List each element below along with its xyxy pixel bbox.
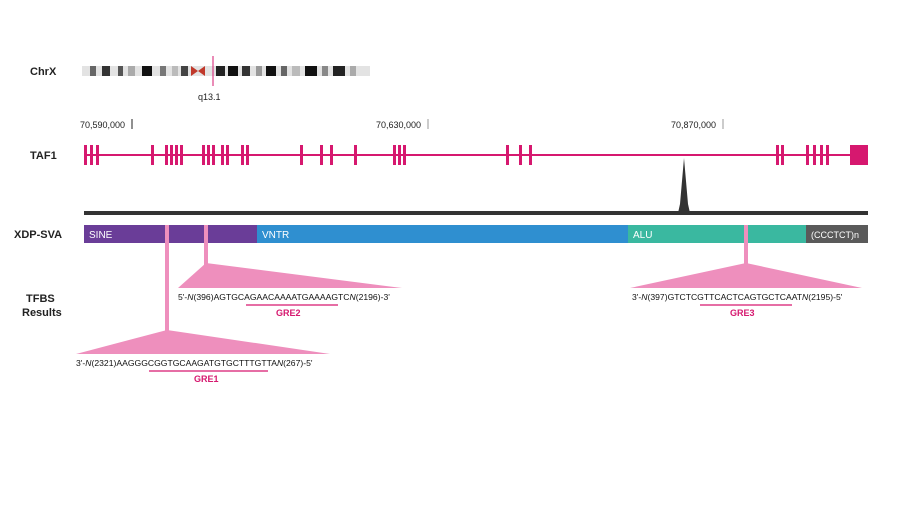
gre1-label: GRE1 bbox=[194, 374, 219, 384]
tick-label: 70,870,000 bbox=[671, 120, 716, 130]
taf1-exons bbox=[84, 145, 868, 165]
insertion-marker bbox=[678, 158, 690, 213]
gre2-label: GRE2 bbox=[276, 308, 301, 318]
band-label: q13.1 bbox=[198, 92, 221, 102]
segment-repeat-label: (CCCTCT)n bbox=[811, 230, 859, 240]
gre1-callout: 3'-N(2321)AAGGGCGGTGCAAGATGTGCTTTGTTAN(2… bbox=[76, 225, 330, 384]
xdp-sva-bar: SINE VNTR ALU (CCCTCT)n bbox=[84, 225, 868, 243]
tick-label: 70,630,000 bbox=[376, 120, 421, 130]
segment-alu bbox=[628, 225, 806, 243]
segment-alu-label: ALU bbox=[633, 230, 652, 241]
gre1-sequence: 3'-N(2321)AAGGGCGGTGCAAGATGTGCTTTGTTAN(2… bbox=[76, 358, 313, 368]
segment-vntr bbox=[257, 225, 628, 243]
gre3-sequence: 3'-N(397)GTCTCGTTCACTCAGTGCTCAATN(2195)-… bbox=[632, 292, 843, 302]
taf1-gene-track bbox=[84, 145, 868, 165]
segment-sine bbox=[84, 225, 257, 243]
taf1-label: TAF1 bbox=[30, 150, 57, 162]
gre2-callout: 5'-N(396)AGTGCAGAACAAAATGAAAAGTCN(2196)-… bbox=[178, 225, 402, 318]
gre3-callout: 3'-N(397)GTCTCGTTCACTCAGTGCTCAATN(2195)-… bbox=[630, 225, 862, 318]
segment-repeat bbox=[806, 225, 868, 243]
segment-vntr-label: VNTR bbox=[262, 230, 289, 241]
gre3-label: GRE3 bbox=[730, 308, 755, 318]
chrx-label: ChrX bbox=[30, 66, 57, 78]
coordinate-ticks: 70,590,000 70,630,000 70,870,000 bbox=[80, 119, 724, 130]
xdp-sva-label: XDP-SVA bbox=[14, 229, 62, 241]
chromosome-ideogram bbox=[82, 56, 370, 86]
separator-bar bbox=[84, 211, 868, 215]
segment-sine-label: SINE bbox=[89, 230, 113, 241]
gre2-sequence: 5'-N(396)AGTGCAGAACAAAATGAAAAGTCN(2196)-… bbox=[178, 292, 390, 302]
results-label: Results bbox=[22, 307, 62, 319]
tfbs-label: TFBS bbox=[26, 293, 55, 305]
tick-label: 70,590,000 bbox=[80, 120, 125, 130]
